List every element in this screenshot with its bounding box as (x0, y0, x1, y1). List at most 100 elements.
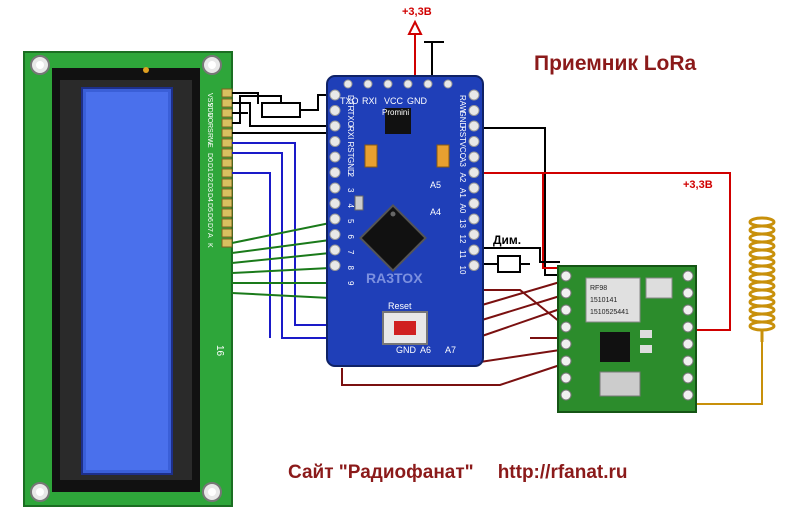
antenna-coil (748, 320, 776, 332)
lcd-pin-label: D2 (206, 173, 213, 182)
wire-d5 (231, 239, 331, 254)
power-label-right: +3,3В (683, 179, 713, 191)
promini-right-label: A3 (458, 157, 467, 167)
lcd-pin-label: VO (206, 113, 213, 124)
promini-pin-left (329, 136, 341, 147)
lcd-pin (221, 88, 233, 98)
mcu-chip (359, 204, 427, 272)
reset-button-cap (394, 321, 416, 335)
promini-pin-right (468, 182, 480, 194)
promini-left-label: RST (346, 142, 355, 158)
promini-pin-right (468, 229, 480, 240)
promini-pin-top (443, 79, 453, 89)
lcd-pin-label: E (206, 143, 213, 148)
reset-button (382, 311, 428, 345)
lcd-pin-label: RW (206, 133, 213, 145)
lora-pad-left (560, 270, 572, 282)
lora-chip (600, 332, 630, 362)
promini-pin-right (468, 213, 480, 225)
lcd-pin-label: D3 (206, 183, 213, 192)
promini-right-label: 12 (458, 235, 467, 244)
footer-url[interactable]: http://rfanat.ru (497, 462, 628, 483)
lora-pad-left (560, 389, 572, 401)
lora-pad-left (560, 321, 572, 333)
promini-pin-left (329, 198, 341, 209)
promini-left-label: DTR (346, 95, 355, 112)
wire-e2 (232, 172, 271, 338)
lcd-pin-label: D6 (206, 213, 213, 222)
promini-pin-right (468, 260, 480, 271)
lcd-pin-label: A (206, 233, 213, 238)
promini-right-label: RST (458, 126, 467, 142)
promini-pin-top (343, 79, 353, 89)
promini-right-label: A0 (458, 204, 467, 214)
lcd-pin-label: K (206, 243, 213, 248)
lora-pad-right (682, 389, 694, 401)
lcd-pin (221, 168, 233, 178)
promini-top-label: TXO (340, 96, 359, 106)
lora-module: RF98 1510141 1510525441 (557, 265, 697, 413)
lcd-pin (221, 108, 233, 118)
lora-pad-right (682, 270, 694, 282)
promini-left-label: 7 (346, 250, 355, 255)
lcd-mount-hole-center (208, 488, 216, 496)
lora-component (599, 371, 641, 397)
capacitor-right (436, 144, 450, 168)
lora-pad-left (560, 372, 572, 384)
lcd-pin-label: VSS (206, 93, 213, 107)
crystal (354, 195, 364, 211)
promini-pin-left (329, 182, 341, 194)
lcd-pin-label: D1 (206, 163, 213, 172)
lcd-pin-label: D5 (206, 203, 213, 212)
lcd-pin (221, 98, 233, 108)
lcd-pin-label: D7 (206, 223, 213, 232)
lora-pads (560, 270, 694, 401)
wire-k (231, 292, 331, 299)
wire-button-a (482, 247, 560, 263)
promini-top-label: GND (407, 96, 428, 106)
promini-pin-top (423, 79, 433, 89)
promini-left-label: GND (346, 157, 355, 175)
promini-right-label: A1 (458, 188, 467, 198)
lcd-pin (221, 238, 233, 248)
promini-right-label: GND (458, 111, 467, 129)
lora-pad-left (560, 338, 572, 350)
promini-left-label: TXO (346, 111, 355, 127)
promini-pin-holes (329, 79, 480, 271)
promini-right-label: 10 (458, 266, 467, 275)
promini-pin-top (363, 79, 373, 89)
lcd-pin (221, 158, 233, 168)
wire-d9 (341, 364, 561, 386)
promini-pin-left (329, 105, 341, 116)
promini-left-label: 4 (346, 204, 355, 209)
promini-pin-right (468, 198, 480, 209)
potentiometer (261, 102, 301, 118)
promini-pin-right (468, 89, 480, 101)
lora-crystal (645, 277, 673, 299)
lora-smd (640, 330, 652, 338)
wires (231, 19, 763, 405)
promini-pin-left (329, 244, 341, 256)
wire-rs-pot (232, 95, 281, 124)
wire-d13 (482, 289, 561, 323)
wire-vss (232, 92, 259, 104)
lcd-marker-dot (143, 67, 149, 73)
promini-right-label: 11 (458, 250, 467, 259)
promini-left-label: 9 (346, 281, 355, 286)
promini-pin-left (329, 213, 341, 225)
lcd-pin-label: D4 (206, 193, 213, 202)
promini-left-label: 2 (346, 173, 355, 178)
promini-left-label: 8 (346, 266, 355, 271)
page-title: Приемник LoRa (534, 52, 697, 75)
promini-reset-label: Reset (388, 301, 412, 311)
promini-left-label: RXI (346, 126, 355, 139)
lcd-pin (221, 188, 233, 198)
promini-pin-left (329, 89, 341, 101)
lora-pad-right (682, 321, 694, 333)
promini-right-label: VCC (458, 142, 467, 159)
lcd-screen-inner (86, 92, 168, 470)
promini-a6-label: A6 (420, 345, 431, 355)
